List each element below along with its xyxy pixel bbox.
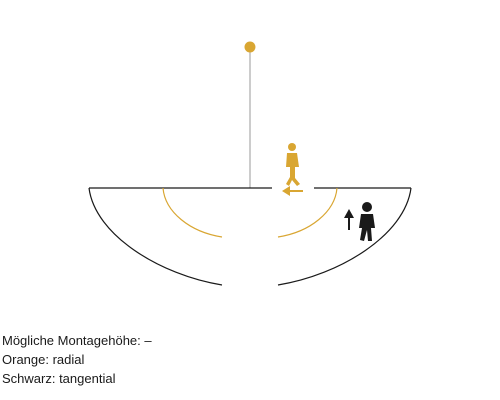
arrow-left-icon [282, 186, 303, 196]
mounting-height-caption: Mögliche Montagehöhe: – [2, 333, 152, 348]
zone-outer-arc-left [88, 187, 223, 286]
walking-person-icon [286, 143, 300, 186]
zone-outer-arc-right [277, 187, 412, 286]
walking-person-icon-tangential [359, 202, 375, 241]
tangential-legend-caption: Schwarz: tangential [2, 371, 116, 386]
arrow-up-icon [344, 209, 354, 230]
sensor-dot-icon [244, 41, 256, 53]
tangential-zone [88, 187, 412, 286]
radial-zone [162, 187, 338, 238]
radial-legend-caption: Orange: radial [2, 352, 85, 367]
zone-inner-arc-left [162, 187, 223, 238]
detection-zone-diagram [88, 41, 412, 286]
zone-inner-arc-right [277, 187, 338, 238]
